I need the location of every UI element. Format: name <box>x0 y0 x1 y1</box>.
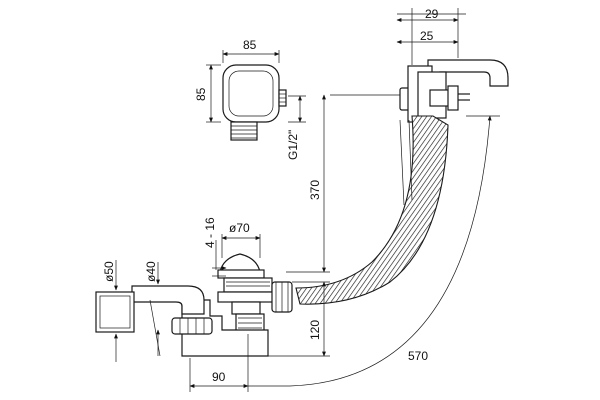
dim-box-height: 85 <box>194 64 221 123</box>
dim-570: 570 <box>248 115 500 387</box>
overflow-cover <box>222 64 280 123</box>
drain-plug <box>219 253 261 273</box>
dim-120: 120 <box>268 281 330 357</box>
dim-top: 29 25 <box>396 7 466 65</box>
dim-85-width: 85 <box>243 38 257 52</box>
overflow-fitting <box>399 65 470 123</box>
dim-120-label: 120 <box>308 320 322 340</box>
dim-thread-label: G1/2" <box>286 130 300 160</box>
dim-29-label: 29 <box>425 7 439 21</box>
dim-40-label: ø40 <box>144 261 158 282</box>
dim-70-label: ø70 <box>229 221 250 235</box>
dim-box-width: 85 <box>222 38 280 63</box>
dim-370-label: 370 <box>308 180 322 200</box>
dim-90-label: 90 <box>212 370 226 384</box>
dim-25-label: 25 <box>420 29 434 43</box>
dim-85-height: 85 <box>194 87 208 101</box>
bath-rim <box>427 59 509 87</box>
dim-370: 370 <box>286 94 400 273</box>
dim-thread: G1/2" <box>286 95 306 160</box>
dim-pipe-diameters: ø50 ø40 <box>102 260 160 362</box>
dim-plug-range: 4 - 16 <box>203 217 227 277</box>
dim-50-label: ø50 <box>102 261 116 282</box>
corrugated-hose <box>295 115 449 305</box>
dim-570-label: 570 <box>408 349 428 363</box>
dim-4-16-label: 4 - 16 <box>203 217 217 248</box>
dim-90: 90 <box>189 334 249 392</box>
dim-plug-diameter: ø70 <box>221 221 261 258</box>
drain-assembly <box>95 253 293 357</box>
overflow-box-view <box>222 64 287 141</box>
outlet-sleeve <box>95 291 135 333</box>
overflow-thread <box>230 121 258 141</box>
